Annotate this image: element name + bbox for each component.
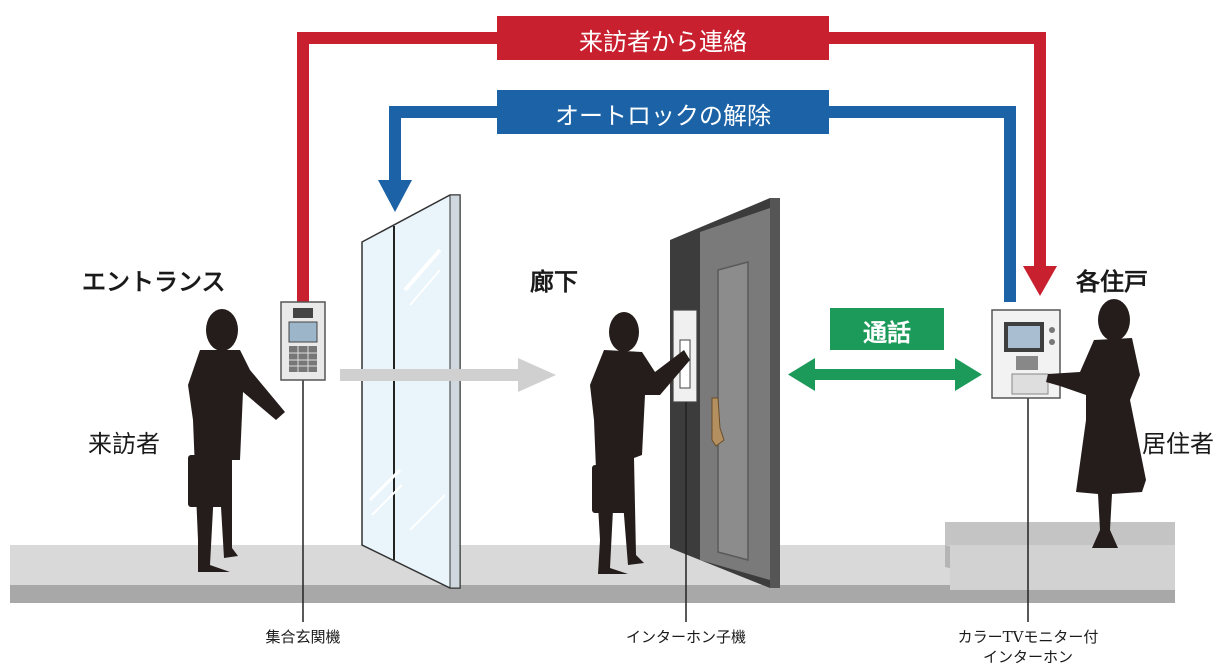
resident-label: 居住者 bbox=[1142, 430, 1214, 458]
contact-arrowhead bbox=[1023, 266, 1057, 296]
monitor-intercom-device bbox=[991, 309, 1061, 622]
visitor-label: 来訪者 bbox=[88, 430, 160, 458]
entrance-panel-caption: 集合玄関機 bbox=[265, 628, 341, 646]
visitor-silhouette bbox=[188, 309, 285, 572]
corridor-visitor-silhouette bbox=[590, 312, 690, 574]
talk-label-box bbox=[830, 308, 944, 350]
corridor-label: 廊下 bbox=[530, 268, 578, 296]
unlock-arrowhead bbox=[378, 180, 412, 212]
unlock-label: オートロックの解除 bbox=[555, 102, 771, 130]
entrance-panel-device bbox=[280, 301, 326, 622]
contact-label: 来訪者から連絡 bbox=[579, 28, 747, 56]
monitor-caption-line1: カラーTVモニター付 bbox=[957, 628, 1099, 646]
floor bbox=[10, 522, 1175, 603]
entrance-label: エントランス bbox=[82, 268, 226, 296]
door-handset-caption: インターホン子機 bbox=[625, 628, 746, 646]
talk-label: 通話 bbox=[863, 319, 911, 347]
unit-label: 各住戸 bbox=[1076, 268, 1148, 296]
unit-door bbox=[670, 198, 780, 622]
pass-through-arrow bbox=[340, 358, 556, 392]
talk-arrow bbox=[788, 308, 982, 391]
resident-silhouette bbox=[1046, 299, 1146, 548]
unlock-label-box bbox=[497, 90, 829, 134]
monitor-caption-line2: インターホン bbox=[982, 648, 1073, 666]
contact-label-box bbox=[497, 16, 829, 60]
glass-door bbox=[361, 194, 461, 589]
